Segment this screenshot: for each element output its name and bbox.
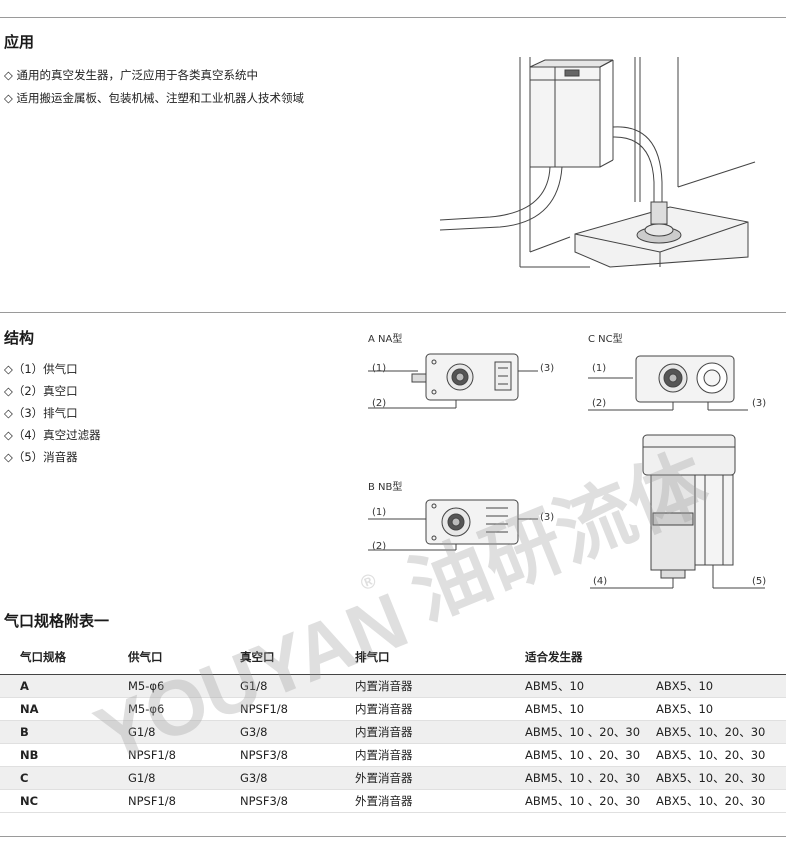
cell-vacuum: NPSF3/8: [220, 743, 335, 767]
cell-supply: G1/8: [108, 766, 220, 790]
na-label-3: (3): [540, 363, 555, 374]
bottom-divider: [0, 836, 786, 837]
cell-supply: M5-φ6: [108, 674, 220, 698]
na-label-1: (1): [372, 363, 387, 374]
side-label-4: (4): [593, 576, 608, 587]
cell-exhaust: 内置消音器: [335, 674, 505, 698]
gen-abx: ABX5、10、20、30: [656, 771, 766, 785]
cell-generator: ABM5、10 、20、30 ABX5、10、20、30: [505, 743, 786, 767]
cell-vacuum: G3/8: [220, 766, 335, 790]
cell-spec: NA: [0, 697, 108, 721]
structure-bullet-1: ◇（1）供气口: [4, 362, 78, 376]
nb-label-1: (1): [372, 507, 387, 518]
cell-spec: B: [0, 720, 108, 744]
application-illustration: [439, 57, 756, 268]
table-row: B G1/8 G3/8 内置消音器 ABM5、10 、20、30 ABX5、10、…: [0, 720, 786, 744]
cell-exhaust: 内置消音器: [335, 720, 505, 744]
header-spec: 气口规格: [0, 640, 108, 675]
side-label-5: (5): [752, 576, 767, 587]
gen-abm: ABM5、10 、20、30: [525, 771, 641, 785]
table-title: 气口规格附表一: [4, 612, 110, 630]
cell-supply: G1/8: [108, 720, 220, 744]
application-bullet-1: ◇ 通用的真空发生器，广泛应用于各类真空系统中: [4, 68, 258, 82]
table-row: C G1/8 G3/8 外置消音器 ABM5、10 、20、30 ABX5、10、…: [0, 766, 786, 790]
structure-bullet-2: ◇（2）真空口: [4, 384, 78, 398]
nb-type-diagram: [368, 499, 538, 551]
table-row: A M5-φ6 G1/8 内置消音器 ABM5、10 ABX5、10: [0, 674, 786, 698]
table-header-row: 气口规格 供气口 真空口 排气口 适合发生器: [0, 640, 786, 675]
nc-type-diagram: [588, 355, 748, 411]
structure-bullet-3: ◇（3）排气口: [4, 406, 78, 420]
header-vacuum: 真空口: [220, 640, 335, 675]
cell-exhaust: 内置消音器: [335, 697, 505, 721]
cell-generator: ABM5、10 、20、30 ABX5、10、20、30: [505, 720, 786, 744]
cell-supply: M5-φ6: [108, 697, 220, 721]
gen-abm: ABM5、10 、20、30: [525, 794, 641, 808]
header-generator: 适合发生器: [505, 640, 786, 675]
application-bullet-2: ◇ 适用搬运金属板、包装机械、注塑和工业机器人技术领域: [4, 91, 304, 105]
cell-spec: A: [0, 674, 108, 698]
gen-abx: ABX5、10、20、30: [656, 725, 766, 739]
gen-abx: ABX5、10、20、30: [656, 794, 766, 808]
gen-abx: ABX5、10: [656, 679, 714, 693]
structure-title: 结构: [4, 329, 35, 347]
middle-divider: [0, 312, 786, 313]
gen-abm: ABM5、10 、20、30: [525, 725, 641, 739]
gen-abx: ABX5、10、20、30: [656, 748, 766, 762]
structure-bullet-4: ◇（4）真空过滤器: [4, 428, 101, 442]
na-type-diagram: [368, 353, 538, 409]
cell-generator: ABM5、10 ABX5、10: [505, 674, 786, 698]
cell-vacuum: G3/8: [220, 720, 335, 744]
nb-diagram-title: B NB型: [368, 482, 403, 493]
nc-label-1: (1): [592, 363, 607, 374]
cell-generator: ABM5、10 、20、30 ABX5、10、20、30: [505, 766, 786, 790]
gen-abm: ABM5、10: [525, 679, 585, 693]
nc-label-2: (2): [592, 398, 607, 409]
watermark-registered: ®: [358, 569, 380, 595]
gen-abm: ABM5、10: [525, 702, 585, 716]
side-view-diagram: [590, 434, 765, 589]
cell-vacuum: NPSF1/8: [220, 697, 335, 721]
cell-generator: ABM5、10 、20、30 ABX5、10、20、30: [505, 789, 786, 813]
cell-supply: NPSF1/8: [108, 789, 220, 813]
nc-diagram-title: C NC型: [588, 334, 623, 345]
na-label-2: (2): [372, 398, 387, 409]
cell-generator: ABM5、10 ABX5、10: [505, 697, 786, 721]
cell-exhaust: 外置消音器: [335, 789, 505, 813]
cell-exhaust: 内置消音器: [335, 743, 505, 767]
nc-label-3: (3): [752, 398, 767, 409]
structure-bullet-5: ◇（5）消音器: [4, 450, 78, 464]
nb-label-3: (3): [540, 512, 555, 523]
gen-abm: ABM5、10 、20、30: [525, 748, 641, 762]
cell-spec: NC: [0, 789, 108, 813]
cell-spec: NB: [0, 743, 108, 767]
header-exhaust: 排气口: [335, 640, 505, 675]
table-row: NA M5-φ6 NPSF1/8 内置消音器 ABM5、10 ABX5、10: [0, 697, 786, 721]
cell-vacuum: NPSF3/8: [220, 789, 335, 813]
header-supply: 供气口: [108, 640, 220, 675]
application-title: 应用: [4, 33, 35, 51]
port-spec-table: 气口规格 供气口 真空口 排气口 适合发生器 A M5-φ6 G1/8 内置消音…: [0, 640, 786, 813]
cell-vacuum: G1/8: [220, 674, 335, 698]
cell-exhaust: 外置消音器: [335, 766, 505, 790]
na-diagram-title: A NA型: [368, 334, 403, 345]
cell-supply: NPSF1/8: [108, 743, 220, 767]
nb-label-2: (2): [372, 541, 387, 552]
cell-spec: C: [0, 766, 108, 790]
top-divider: [0, 17, 786, 18]
gen-abx: ABX5、10: [656, 702, 714, 716]
